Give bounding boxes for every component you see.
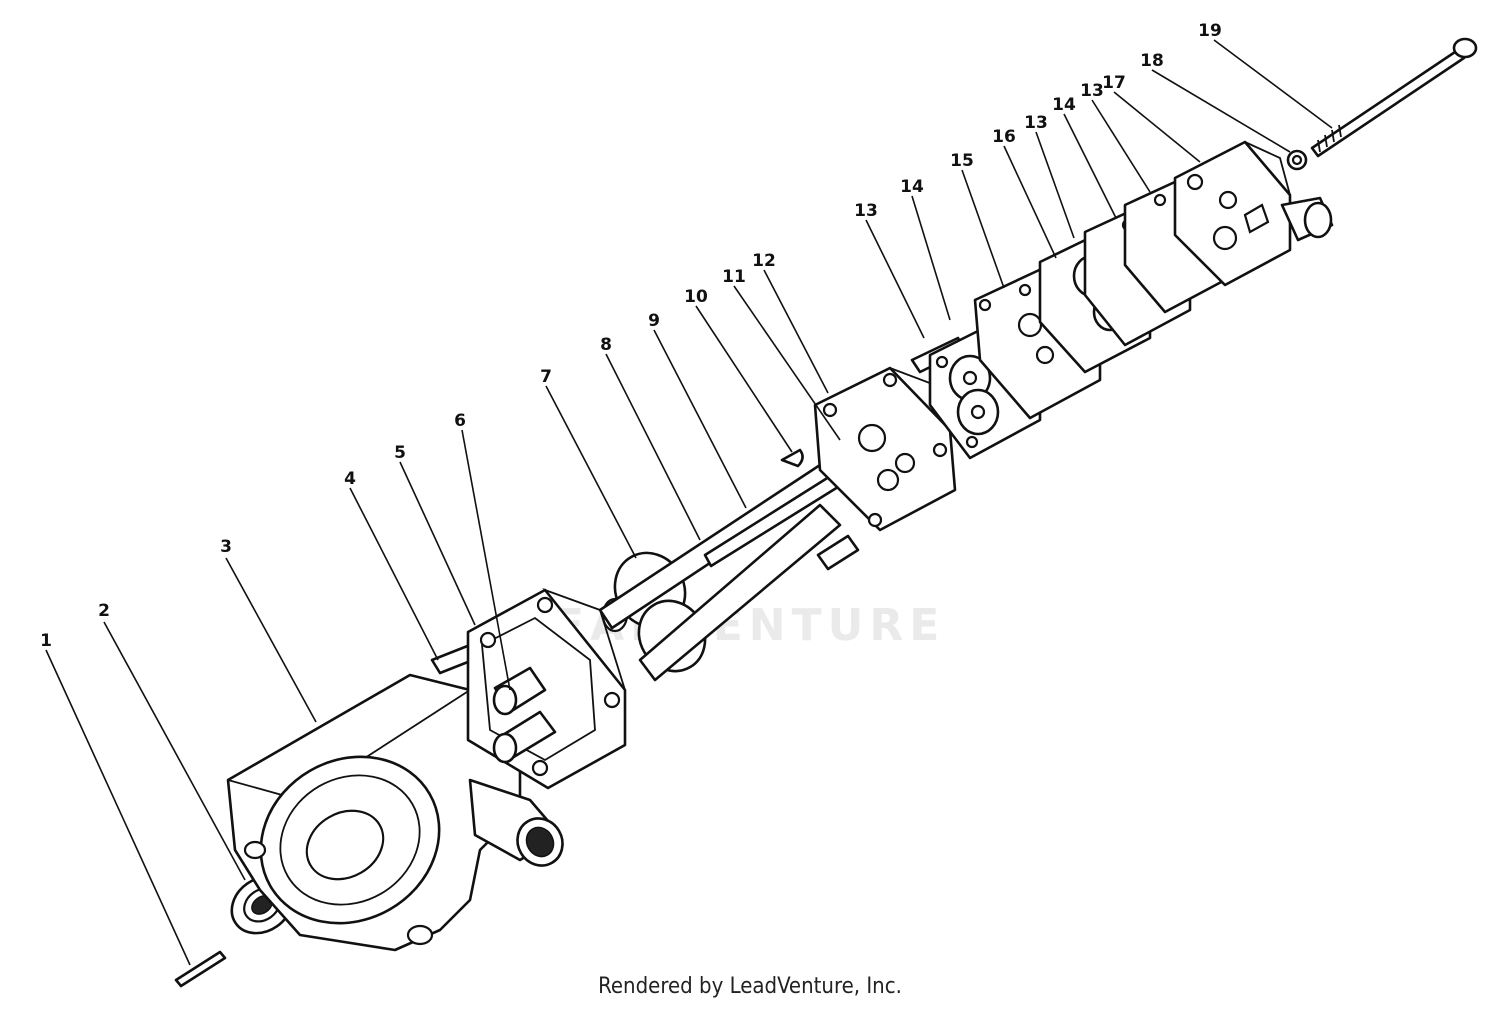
part-short-shafts	[492, 666, 557, 764]
part-front-housing	[226, 673, 564, 952]
callout-label: 13	[1080, 81, 1104, 101]
callout-label: 13	[854, 201, 878, 221]
callout-label: 19	[1198, 21, 1222, 41]
callout-label: 5	[394, 443, 406, 463]
callout-label: 10	[684, 287, 708, 307]
part-end-cover	[1173, 140, 1334, 287]
callout-label: 6	[454, 411, 466, 431]
callout-label: 12	[752, 251, 776, 271]
callout-label: 7	[540, 367, 552, 387]
part-washer	[1286, 149, 1308, 171]
leader-lines	[45, 39, 1333, 966]
callout-label: 11	[722, 267, 746, 287]
callout-label: 17	[1102, 73, 1126, 93]
credit-line: Rendered by LeadVenture, Inc.	[598, 974, 902, 999]
callout-labels: 1 2 3 4 5 6 7 8 9 10 11 12 13 14 15 16 1…	[40, 21, 1222, 651]
part-center-plate	[813, 366, 957, 571]
callout-label: 18	[1140, 51, 1164, 71]
callout-label: 4	[344, 469, 356, 489]
callout-label: 3	[220, 537, 232, 557]
callout-label: 9	[648, 311, 660, 331]
callout-label: 15	[950, 151, 974, 171]
callout-label: 14	[1052, 95, 1076, 115]
callout-label: 14	[900, 177, 924, 197]
part-long-shafts	[598, 463, 848, 682]
callout-label: 13	[1024, 113, 1048, 133]
part-long-bolt	[1310, 37, 1478, 158]
callout-label: 8	[600, 335, 612, 355]
callout-label: 1	[40, 631, 52, 651]
part-woodruff-key	[780, 448, 804, 468]
part-pin	[174, 950, 227, 988]
callout-label: 2	[98, 601, 110, 621]
callout-label: 16	[992, 127, 1016, 147]
